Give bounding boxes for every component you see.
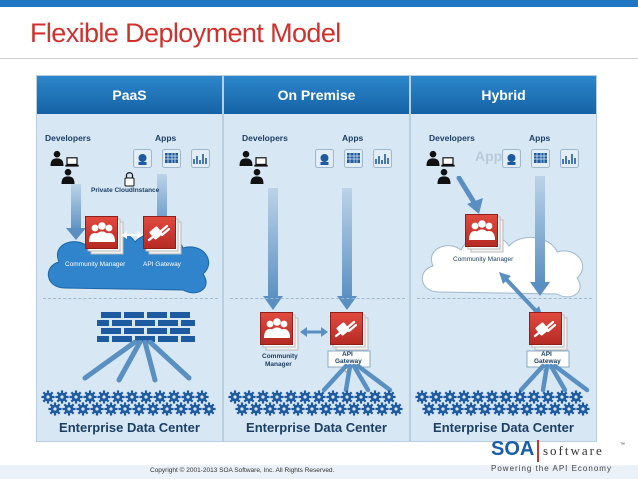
panel-paas: PaaS Developers Apps Private CloudInstan…: [36, 75, 223, 442]
enterprise-data-center-label: Enterprise Data Center: [59, 420, 200, 435]
api-gateway-label-line1: API: [541, 351, 552, 358]
panel-hybrid: Hybrid Developers Apps App Community Man…: [410, 75, 597, 442]
trademark-symbol: ™: [620, 442, 625, 448]
api-gateway-icon: [330, 312, 370, 352]
apps-label: Apps: [342, 133, 364, 143]
hybrid-cloud-diagram: [422, 176, 584, 298]
cloud-boundary-divider: [43, 298, 218, 299]
community-manager-label: Community Manager: [453, 256, 514, 263]
brand-name-soa: SOA: [491, 438, 535, 460]
fan-out-arrows: [518, 364, 590, 393]
panel-heading: On Premise: [224, 76, 409, 114]
community-manager-label: Community Manager: [65, 261, 126, 268]
developers-label: Developers: [429, 133, 475, 143]
apps-icon: [133, 149, 210, 168]
faded-apps-fragment: App: [475, 148, 503, 164]
enterprise-data-center-label: Enterprise Data Center: [433, 420, 574, 435]
panel-heading: PaaS: [37, 76, 222, 114]
copyright-notice: Copyright © 2001-2013 SOA Software, Inc.…: [150, 467, 335, 474]
developers-label: Developers: [45, 133, 91, 143]
community-manager-icon: [85, 216, 124, 255]
fan-out-arrows: [82, 340, 192, 383]
panel-heading: Hybrid: [411, 76, 596, 114]
apps-label: Apps: [529, 133, 551, 143]
api-gateway-label-line1: API: [342, 351, 353, 358]
brand-separator: [537, 440, 539, 462]
slide-title: Flexible Deployment Model: [30, 18, 341, 48]
developers-label: Developers: [242, 133, 288, 143]
api-gateway-icon: [143, 216, 183, 256]
network-divider: [230, 298, 405, 299]
title-rule: [0, 58, 638, 59]
apps-icon: [502, 149, 579, 168]
api-gateway-label-line2: Gateway: [534, 358, 561, 365]
brand-name-software: software: [543, 443, 604, 458]
apps-label: Apps: [155, 133, 177, 143]
brand-tagline: Powering the API Economy: [491, 464, 612, 473]
on-premise-arrows: [263, 188, 357, 310]
enterprise-data-center-label: Enterprise Data Center: [246, 420, 387, 435]
brand-logo: SOA software ™ Powering the API Economy: [491, 438, 631, 478]
api-gateway-icon: [529, 312, 569, 352]
bidirectional-arrow-icon: [300, 327, 328, 337]
community-manager-label-line1: Community: [262, 353, 298, 360]
developers-icon: [239, 150, 268, 184]
footer-strip: [0, 465, 638, 479]
apps-icon: [315, 149, 392, 168]
bidirectional-arrow-icon: [121, 231, 143, 239]
cloud-boundary-divider: [417, 298, 592, 299]
private-cloud-label: Private CloudInstance: [91, 187, 160, 194]
community-manager-label-line2: Manager: [265, 361, 292, 368]
fan-out-arrows: [321, 364, 393, 393]
community-manager-icon: [260, 312, 299, 351]
api-gateway-label: API Gateway: [143, 261, 181, 268]
top-accent-bar: [0, 0, 638, 7]
api-gateway-label-line2: Gateway: [335, 358, 362, 365]
panel-on-premise: On Premise Developers Apps Community Man…: [223, 75, 410, 442]
firewall-icon: [97, 312, 195, 342]
community-manager-icon: [465, 214, 504, 253]
